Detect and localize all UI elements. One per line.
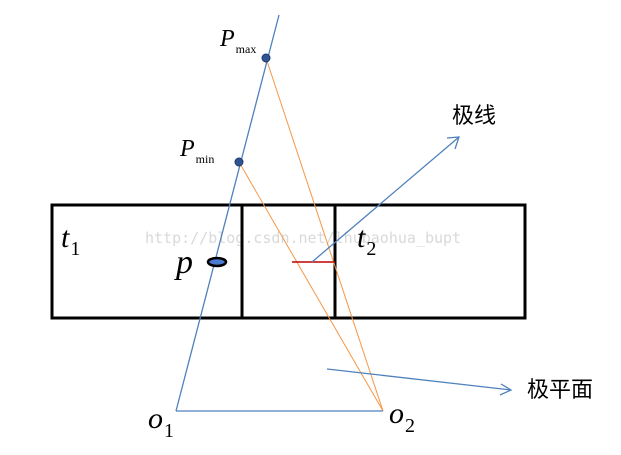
label-o1: o1 — [148, 402, 174, 442]
epipolar-plane-arrow — [326, 368, 512, 391]
epipolar-line-arrow — [311, 136, 460, 263]
label-epipolar-line: 极线 — [452, 104, 496, 129]
watermark-text: http://blog.csdn.net/lhubaohua_bupt — [145, 229, 461, 247]
label-t1: t1 — [61, 221, 80, 260]
label-p-max: Pmax — [219, 26, 256, 56]
epipolar-plane-arrowhead — [499, 383, 513, 396]
point-p-min — [234, 157, 244, 167]
label-o2: o2 — [389, 397, 415, 437]
label-t2: t2 — [357, 221, 376, 260]
image-plane-t1 — [50, 203, 244, 320]
label-p: p — [174, 244, 193, 281]
ray-o1-through-p — [175, 14, 280, 412]
projection-pmin-o2 — [238, 161, 384, 412]
point-p-marker — [206, 256, 228, 268]
label-epipolar-plane: 极平面 — [527, 378, 593, 403]
point-p-max — [261, 53, 271, 63]
epipolar-line-arrowhead — [446, 136, 460, 150]
projection-pmax-o2 — [265, 57, 384, 412]
label-p-min: Pmin — [179, 136, 214, 166]
